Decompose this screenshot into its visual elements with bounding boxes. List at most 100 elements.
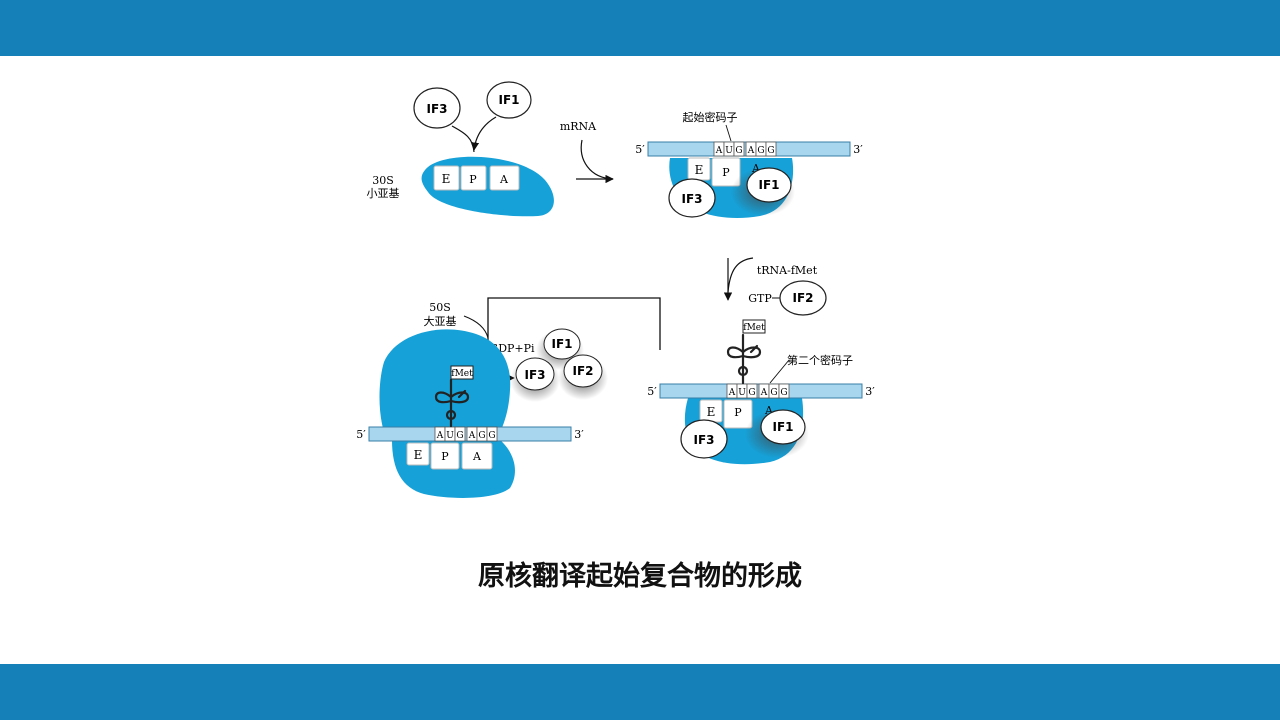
- site-p-box: [723, 399, 753, 429]
- if3-label: IF3: [426, 102, 447, 116]
- small-subunit-label-2: 小亚基: [367, 187, 400, 200]
- panel-30s-initiation-complex: A U G A G G 5′ 3′ fMet 第二个密码子 E P A IF1: [647, 319, 875, 465]
- codon-letter: G: [488, 431, 495, 441]
- panel-30s-mrna: A U G A G G 5′ 3′ 起始密码子 E P A IF1 IF3: [635, 110, 863, 218]
- site-a-label: A: [751, 162, 761, 175]
- large-subunit-label-2: 大亚基: [424, 314, 457, 328]
- top-band: [0, 0, 1280, 56]
- site-e-label: E: [695, 163, 704, 177]
- site-p-box: [430, 442, 460, 470]
- codon-letter: G: [757, 146, 764, 156]
- codon-letter: G: [456, 431, 463, 441]
- fmet-tag: [742, 319, 766, 334]
- codon-letter: A: [468, 431, 476, 441]
- fmet-tag: [450, 365, 474, 380]
- if2-factor: [779, 280, 827, 316]
- codon-letter: A: [436, 431, 444, 441]
- trna-fmet: [434, 378, 470, 428]
- if3-factor: [668, 178, 716, 218]
- three-prime-end: 3′: [574, 428, 584, 441]
- site-e-box: [406, 442, 430, 466]
- large-subunit-label-1: 50S: [429, 301, 451, 314]
- if3-factor: [680, 419, 728, 459]
- trna-label: tRNA-fMet: [757, 264, 818, 277]
- site-e-label: E: [707, 405, 716, 419]
- codon-letter: U: [738, 388, 746, 398]
- if1-released: [543, 328, 581, 360]
- codon-letter: A: [715, 146, 723, 156]
- merge-arrow: [470, 116, 497, 151]
- start-codon-label: 起始密码子: [683, 110, 738, 124]
- five-prime-end: 5′: [635, 143, 645, 156]
- codon-letter: U: [446, 431, 454, 441]
- if1-label: IF1: [551, 337, 572, 351]
- subunit-joining-step: 50S 大亚基 GDP+Pi IF1 IF3 IF2: [424, 301, 608, 402]
- site-a-label: A: [472, 450, 482, 463]
- codon-letter: G: [780, 388, 787, 398]
- site-a-box: [461, 442, 493, 470]
- codon-boxes: A U G A G G: [713, 141, 777, 157]
- five-prime-end: 5′: [356, 428, 366, 441]
- codon-letter: A: [747, 146, 755, 156]
- if1-label: IF1: [772, 420, 793, 434]
- three-prime-end: 3′: [865, 385, 875, 398]
- site-a-box: [489, 165, 520, 191]
- large-subunit-pointer: [463, 315, 489, 339]
- site-e-label: E: [414, 448, 423, 462]
- if3-label: IF3: [524, 368, 545, 382]
- second-codon-label: 第二个密码子: [787, 353, 853, 367]
- bottom-band: [0, 664, 1280, 720]
- codon-letter: G: [735, 146, 742, 156]
- if1-label: IF1: [758, 178, 779, 192]
- if1-factor: [486, 81, 532, 119]
- merge-curve-left: [451, 125, 475, 153]
- site-p-label: P: [722, 166, 730, 179]
- large-subunit-shape: [379, 329, 511, 432]
- gtp-label: GTP: [748, 292, 772, 305]
- figure-caption: 原核翻译起始复合物的形成: [478, 561, 802, 592]
- codon-boxes: A U G A G G: [434, 426, 498, 442]
- trna-fmet: [726, 333, 762, 385]
- if3-released: [515, 357, 555, 391]
- if3-label: IF3: [681, 192, 702, 206]
- second-codon-pointer: [769, 359, 790, 384]
- codon-letter: A: [728, 388, 736, 398]
- site-p-label: P: [469, 173, 477, 186]
- site-p-box: [460, 165, 487, 191]
- mrna-curve: [580, 139, 614, 180]
- fmet-label: fMet: [451, 369, 473, 379]
- if2-released: [563, 354, 603, 388]
- if1-label: IF1: [498, 93, 519, 107]
- start-codon-pointer: [725, 124, 732, 142]
- site-p-label: P: [441, 450, 449, 463]
- if2-label: IF2: [792, 291, 813, 305]
- codon-letter: G: [770, 388, 777, 398]
- panel-30s: E P A IF3 IF1 30S 小亚基: [367, 81, 554, 217]
- fmet-label: fMet: [743, 323, 765, 333]
- three-prime-end: 3′: [853, 143, 863, 156]
- if1-factor: [746, 167, 792, 203]
- if1-factor: [760, 409, 806, 445]
- if3-factor: [413, 87, 461, 129]
- five-prime-end: 5′: [647, 385, 657, 398]
- codon-letter: G: [478, 431, 485, 441]
- codon-letter: G: [767, 146, 774, 156]
- site-a-label: A: [499, 173, 509, 186]
- small-subunit-label-1: 30S: [372, 174, 394, 187]
- site-e-box: [433, 165, 460, 191]
- mrna-label: mRNA: [560, 120, 597, 133]
- site-p-label: P: [734, 406, 742, 419]
- site-p-box: [711, 157, 741, 187]
- site-e-label: E: [442, 172, 451, 186]
- trna-binding-step: tRNA-fMet GTP IF2: [723, 257, 827, 316]
- panel-70s-initiation-complex: A U G A G G 5′ 3′ fMet E P A: [356, 329, 584, 498]
- if2-label: IF2: [572, 364, 593, 378]
- codon-letter: G: [748, 388, 755, 398]
- if3-label: IF3: [693, 433, 714, 447]
- site-a-label: A: [764, 404, 774, 417]
- codon-boxes: A U G A G G: [726, 383, 790, 399]
- codon-letter: A: [760, 388, 768, 398]
- trna-curve: [727, 257, 754, 293]
- mrna-binding-step: mRNA: [560, 120, 614, 184]
